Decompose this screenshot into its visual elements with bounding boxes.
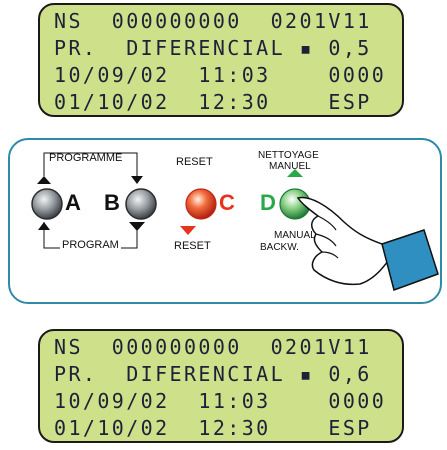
program-label: PROGRAM — [60, 239, 121, 251]
lcd-display-top: NS 000000000 0201V11 PR. DIFERENCIAL ▪ 0… — [38, 3, 404, 117]
lcd-line-4: 01/10/02 12:30 ESP — [54, 416, 372, 440]
arrow-down-icon — [180, 226, 196, 235]
manuel-label: MANUEL — [269, 161, 311, 172]
lcd-line-1: NS 000000000 0201V11 — [54, 9, 372, 33]
button-b — [125, 188, 157, 220]
arrow-down-icon — [129, 222, 145, 231]
lcd-line-2: PR. DIFERENCIAL ▪ 0,5 — [54, 36, 372, 60]
reset-label-top: RESET — [176, 156, 213, 168]
arrow-up-icon — [38, 222, 50, 230]
lcd-line-3: 10/09/02 11:03 0000 — [54, 389, 387, 413]
arrow-up-icon — [37, 176, 51, 184]
button-d-label[interactable]: D — [260, 190, 276, 215]
button-a — [31, 188, 63, 220]
manual-label: MANUAL — [274, 230, 316, 241]
button-b-label[interactable]: B — [104, 190, 120, 215]
backwash-label: BACKW. — [260, 242, 299, 253]
keypad-panel: PROGRAMME PROGRAM RESET RESET NETTOYAGE … — [8, 138, 442, 304]
arrow-up-icon — [287, 169, 303, 177]
lcd-display-bottom: NS 000000000 0201V11 PR. DIFERENCIAL ▪ 0… — [38, 329, 404, 443]
lcd-line-2: PR. DIFERENCIAL ▪ 0,6 — [54, 362, 372, 386]
lcd-line-3: 10/09/02 11:03 0000 — [54, 63, 387, 87]
button-c — [185, 188, 217, 220]
hand-pointer-icon — [296, 196, 439, 291]
lcd-line-1: NS 000000000 0201V11 — [54, 335, 372, 359]
button-c-label[interactable]: C — [219, 190, 235, 215]
program-bracket-lines — [37, 152, 303, 249]
arrow-down-icon — [131, 176, 143, 184]
reset-label-bottom: RESET — [174, 240, 211, 252]
button-a-label[interactable]: A — [65, 190, 81, 215]
nettoyage-label: NETTOYAGE — [258, 150, 319, 161]
programme-label: PROGRAMME — [49, 152, 123, 164]
buttons-layer — [31, 188, 311, 220]
lcd-line-4: 01/10/02 12:30 ESP — [54, 90, 372, 114]
